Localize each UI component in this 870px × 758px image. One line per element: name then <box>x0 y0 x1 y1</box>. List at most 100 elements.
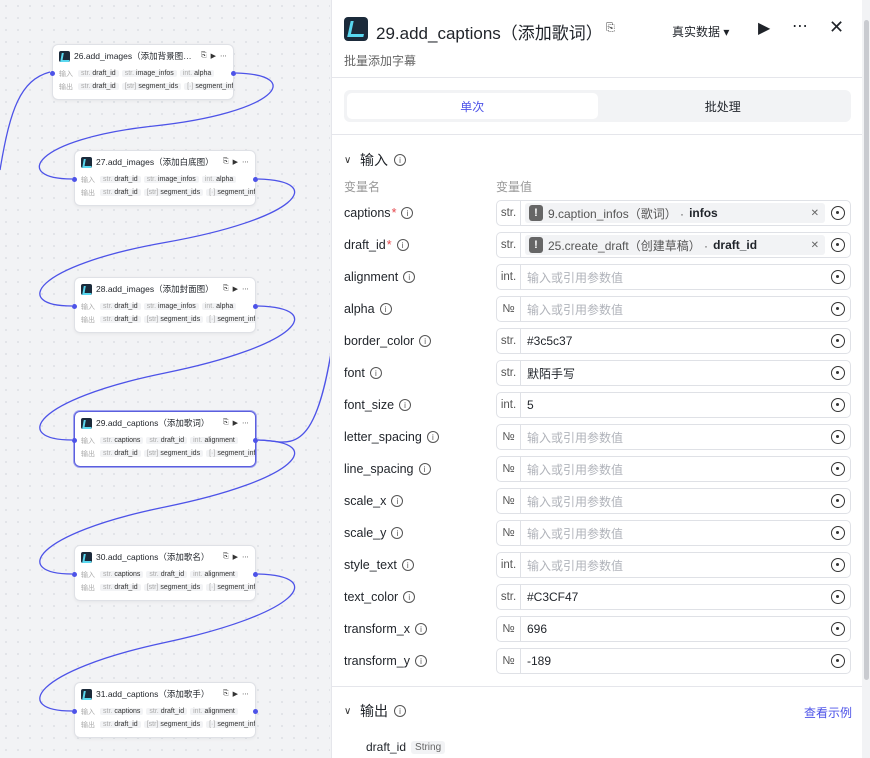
run-play-icon[interactable]: ▶ <box>758 20 771 37</box>
param-type-selector[interactable]: str. <box>497 361 521 385</box>
info-icon[interactable]: i <box>391 495 404 507</box>
param-value-field[interactable]: str.!9.caption_infos（歌词） · infos✕ <box>496 200 851 226</box>
param-value[interactable]: #C3CF47 <box>527 590 579 604</box>
play-icon[interactable]: ▶ <box>210 53 216 60</box>
info-icon[interactable]: i <box>415 655 427 667</box>
param-placeholder[interactable]: 输入或引用参数值 <box>527 558 624 573</box>
node-header[interactable]: 26.add_images（添加背景图…⎘▶⋯ <box>53 45 233 67</box>
data-mode-select[interactable]: 真实数据 ▾ <box>672 25 730 39</box>
play-icon[interactable]: ▶ <box>232 420 238 427</box>
param-type-selector[interactable]: № <box>497 489 521 513</box>
output-port[interactable] <box>253 304 258 309</box>
param-value[interactable]: -189 <box>527 654 552 668</box>
copy-icon[interactable]: ⎘ <box>223 419 229 426</box>
reference-variable-icon[interactable] <box>831 302 845 316</box>
info-icon[interactable]: i <box>396 239 409 251</box>
reference-variable-icon[interactable] <box>831 494 845 508</box>
param-type-selector[interactable]: № <box>497 617 521 641</box>
output-port[interactable] <box>253 709 258 714</box>
input-port[interactable] <box>72 709 77 714</box>
reference-variable-icon[interactable] <box>831 590 845 604</box>
input-section-header[interactable]: ∨ 输入 i <box>344 150 406 170</box>
play-icon[interactable]: ▶ <box>232 691 238 698</box>
info-icon[interactable]: i <box>379 303 392 315</box>
copy-icon[interactable]: ⎘ <box>223 158 229 165</box>
param-value-field[interactable]: № 输入或引用参数值 <box>496 488 851 514</box>
connection-wire[interactable] <box>38 72 274 180</box>
variable-reference-tag[interactable]: !25.create_draft（创建草稿） · draft_id✕ <box>525 235 825 255</box>
info-icon[interactable]: i <box>426 431 439 443</box>
output-port[interactable] <box>231 71 236 76</box>
play-icon[interactable]: ▶ <box>232 554 238 561</box>
param-type-selector[interactable]: str. <box>497 585 521 609</box>
info-icon[interactable]: i <box>419 335 432 347</box>
panel-title[interactable]: 29.add_captions（添加歌词） <box>376 24 603 43</box>
output-port[interactable] <box>253 438 258 443</box>
reference-variable-icon[interactable] <box>831 334 845 348</box>
param-placeholder[interactable]: 输入或引用参数值 <box>527 526 624 541</box>
param-type-selector[interactable]: № <box>497 521 521 545</box>
play-icon[interactable]: ▶ <box>232 286 238 293</box>
param-value[interactable]: #3c5c37 <box>527 334 573 348</box>
clear-reference-icon[interactable]: ✕ <box>810 239 819 251</box>
param-type-selector[interactable]: № <box>497 649 521 673</box>
param-type-selector[interactable]: str. <box>497 201 521 225</box>
copy-icon[interactable]: ⎘ <box>223 553 229 560</box>
input-port[interactable] <box>72 304 77 309</box>
param-value-field[interactable]: int.5 <box>496 392 851 418</box>
param-placeholder[interactable]: 输入或引用参数值 <box>527 494 624 509</box>
connection-wire[interactable] <box>39 573 296 712</box>
param-value-field[interactable]: int. 输入或引用参数值 <box>496 552 851 578</box>
param-type-selector[interactable]: № <box>497 425 521 449</box>
clear-reference-icon[interactable]: ✕ <box>810 207 819 219</box>
chevron-down-icon[interactable]: ∨ <box>344 154 352 166</box>
param-placeholder[interactable]: 输入或引用参数值 <box>527 270 624 285</box>
info-icon[interactable]: i <box>403 271 416 283</box>
info-icon[interactable]: i <box>401 207 414 219</box>
node-header[interactable]: 28.add_images（添加封面图）⎘▶⋯ <box>75 278 255 300</box>
more-icon[interactable]: ⋯ <box>242 554 249 561</box>
input-port[interactable] <box>72 438 77 443</box>
param-value[interactable]: 默陌手写 <box>527 366 576 381</box>
reference-variable-icon[interactable] <box>831 654 845 668</box>
reference-variable-icon[interactable] <box>831 366 845 380</box>
copy-icon[interactable]: ⎘ <box>606 22 615 34</box>
connection-wire[interactable] <box>39 305 296 441</box>
info-icon[interactable]: i <box>415 623 427 635</box>
connection-wire[interactable] <box>0 71 51 171</box>
input-port[interactable] <box>72 177 77 182</box>
info-icon[interactable]: i <box>399 399 412 411</box>
info-icon[interactable]: i <box>369 367 382 379</box>
more-icon[interactable]: ⋯ <box>792 18 808 35</box>
param-type-selector[interactable]: int. <box>497 393 521 417</box>
param-value-field[interactable]: № -189 <box>496 648 851 674</box>
param-placeholder[interactable]: 输入或引用参数值 <box>527 302 624 317</box>
param-value-field[interactable]: str.!25.create_draft（创建草稿） · draft_id✕ <box>496 232 851 258</box>
param-value[interactable]: 696 <box>527 622 548 636</box>
info-icon[interactable]: i <box>403 591 416 603</box>
reference-variable-icon[interactable] <box>831 558 845 572</box>
close-icon[interactable]: ✕ <box>829 17 845 37</box>
copy-icon[interactable]: ⎘ <box>201 52 207 59</box>
param-placeholder[interactable]: 输入或引用参数值 <box>527 430 624 445</box>
param-value-field[interactable]: № 输入或引用参数值 <box>496 520 851 546</box>
param-value-field[interactable]: str. #C3CF47 <box>496 584 851 610</box>
more-icon[interactable]: ⋯ <box>242 420 249 427</box>
param-type-selector[interactable]: int. <box>497 553 521 577</box>
param-value-field[interactable]: int.输入或引用参数值 <box>496 264 851 290</box>
info-icon[interactable]: i <box>401 559 414 571</box>
param-value-field[interactable]: № 696 <box>496 616 851 642</box>
reference-variable-icon[interactable] <box>831 526 845 540</box>
play-icon[interactable]: ▶ <box>232 159 238 166</box>
output-port[interactable] <box>253 572 258 577</box>
tab-batch[interactable]: 批处理 <box>704 99 741 114</box>
input-port[interactable] <box>50 71 55 76</box>
info-icon[interactable]: i <box>394 705 406 717</box>
